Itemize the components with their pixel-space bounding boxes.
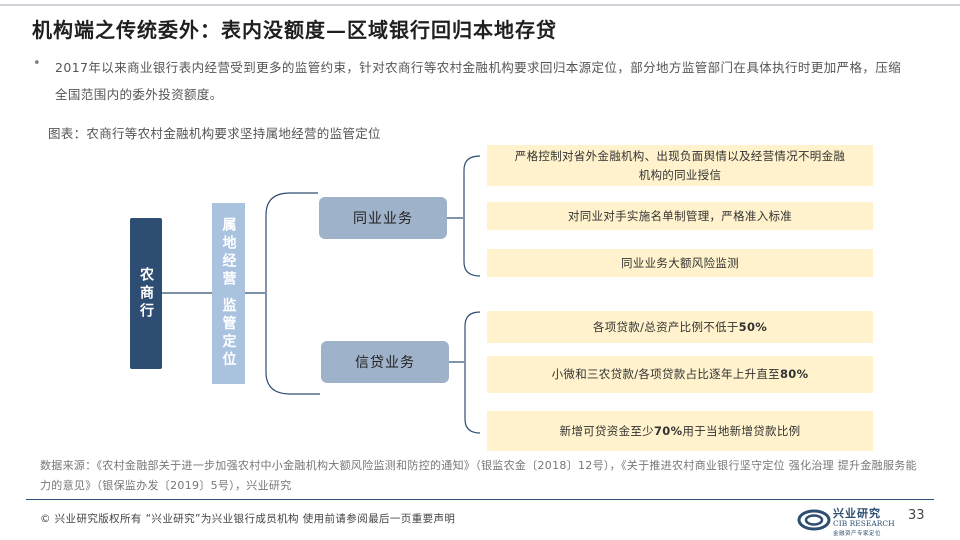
logo-tagline: 金融资产专家定位: [833, 531, 882, 537]
leaf-credit-2-text: 小微和三农贷款/各项贷款占比逐年上升直至: [551, 367, 780, 381]
branch-interbank: 同业业务: [319, 197, 447, 239]
diagram-caption: 图表：农商行等农村金融机构要求坚持属地经营的监管定位: [48, 126, 381, 141]
data-source-note: 数据来源：《农村金融部关于进一步加强农村中小金融机构大额风险监测和防控的通知》（…: [40, 459, 917, 492]
leaf-credit-3-value: 70%: [653, 423, 683, 438]
footer-rule: [26, 499, 934, 500]
leaf-credit-3-suffix: 用于当地新增贷款比例: [682, 423, 801, 438]
leaf-interbank-2: 对同业对手实施名单制管理，严格准入标准: [487, 202, 873, 230]
leaf-credit-1-text: 各项贷款/总资产比例不低于: [592, 319, 739, 334]
leaf-credit-3-text: 新增可贷资金至少: [559, 423, 654, 438]
middle-node: 属地经营 监管定位: [212, 203, 245, 384]
logo-name: 兴业研究: [833, 507, 881, 520]
branch-credit: 信贷业务: [321, 341, 449, 383]
bullet-marker: •: [33, 56, 41, 71]
bracket-branch-1: [463, 155, 481, 277]
top-rule: [0, 4, 960, 6]
root-node: 农商行: [130, 218, 162, 369]
page-number: 33: [908, 508, 925, 523]
leaf-interbank-3: 同业业务大额风险监测: [487, 249, 873, 277]
bracket-branch-2: [464, 311, 481, 434]
bullet-text: 2017年以来商业银行表内经营受到更多的监管约束，针对农商行等农村金融机构要求回…: [55, 60, 902, 102]
leaf-credit-1-value: 50%: [738, 319, 768, 334]
logo-english: CIB RESEARCH: [833, 519, 895, 528]
page-title: 机构端之传统委外：表内没额度—区域银行回归本地存贷: [32, 18, 557, 42]
leaf-interbank-1: 严格控制对省外金融机构、出现负面舆情以及经营情况不明金融机构的同业授信: [487, 145, 873, 186]
footer-disclaimer: © 兴业研究版权所有 “兴业研究”为兴业银行成员机构 使用前请参阅最后一页重要声…: [40, 513, 456, 525]
leaf-credit-2-value: 80%: [779, 367, 809, 381]
cib-logo-icon: [797, 509, 831, 531]
bracket-middle: [265, 192, 291, 395]
